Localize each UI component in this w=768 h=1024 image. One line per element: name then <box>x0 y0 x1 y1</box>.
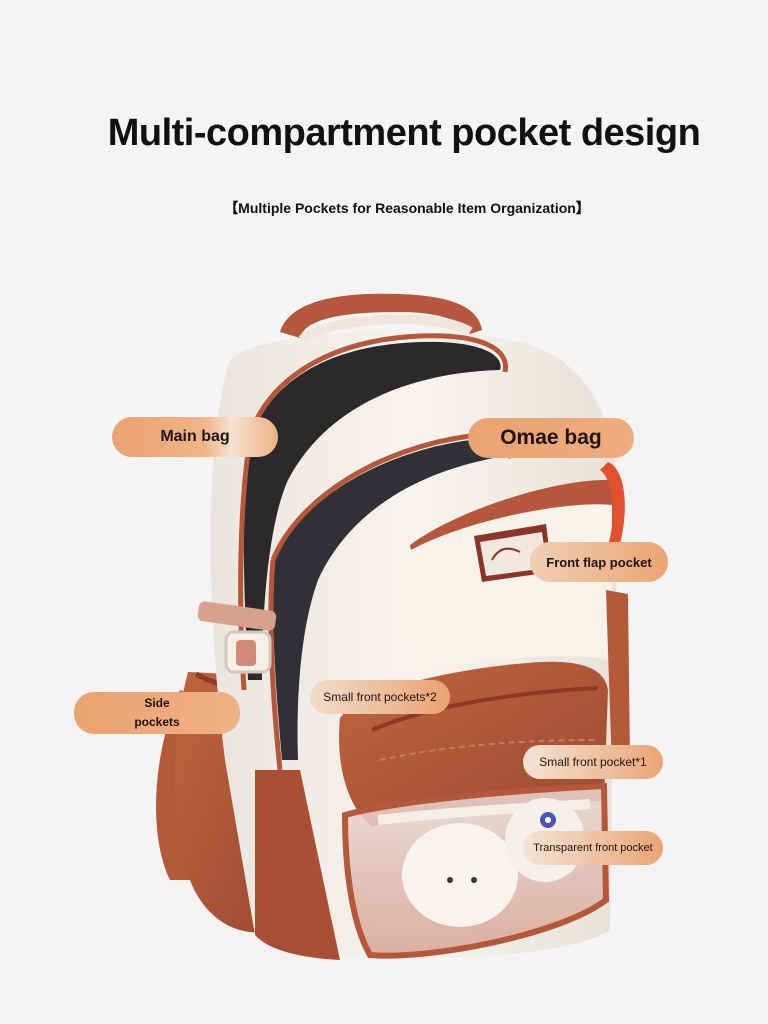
main-compartment-opening <box>243 341 501 680</box>
page-subtitle: 【Multiple Pockets for Reasonable Item Or… <box>224 200 590 216</box>
callout-small-front-pocket-1: Small front pocket*1 <box>523 745 663 779</box>
callout-front-flap-pocket: Front flap pocket <box>530 542 668 582</box>
transparent-front-pocket <box>341 782 610 959</box>
front-flap-pocket <box>396 504 612 680</box>
callout-label-line2: pockets <box>134 715 180 729</box>
callout-label: Omae bag <box>500 426 602 449</box>
callout-transparent-front-pocket: Transparent front pocket <box>523 831 663 865</box>
callout-omae-bag: Omae bag <box>468 418 634 458</box>
callout-small-front-pockets-2: Small front pockets*2 <box>310 680 450 714</box>
callout-label-line1: Side <box>144 696 170 710</box>
callout-label: Front flap pocket <box>546 554 652 570</box>
page-title: Multi-compartment pocket design <box>107 112 701 154</box>
callout-label: Transparent front pocket <box>533 842 653 854</box>
callout-main-bag: Main bag <box>112 417 278 457</box>
callout-side-pockets: Side pockets <box>74 692 240 734</box>
buckle <box>224 630 272 674</box>
plush-toy <box>402 823 518 927</box>
callout-label: Small front pocket*1 <box>539 755 647 769</box>
top-handle <box>280 293 482 338</box>
callout-label: Main bag <box>160 428 230 445</box>
callout-label: Small front pockets*2 <box>323 690 437 704</box>
compression-strap <box>197 601 277 631</box>
